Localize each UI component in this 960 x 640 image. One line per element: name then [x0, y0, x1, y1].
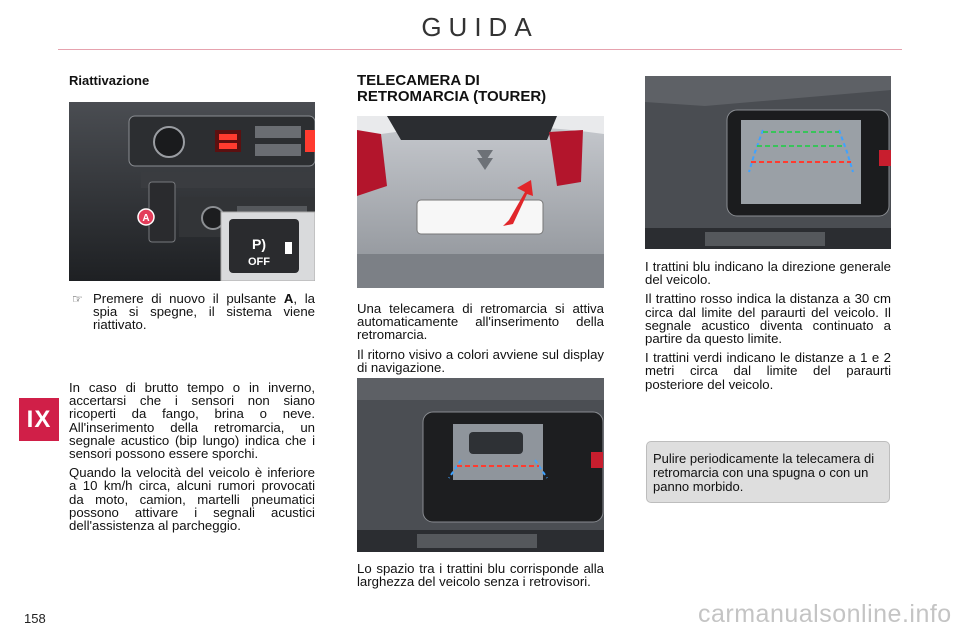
paragraph-green-dashes: I trattini verdi indicano le distanze a … — [645, 350, 891, 392]
paragraph-activation: Una telecamera di retromarcia si attiva … — [357, 301, 604, 343]
paragraph-red-dash: Il trattino rosso indica la distanza a 3… — [645, 291, 891, 347]
weather-paragraphs: In caso di brutto tempo o in inverno, ac… — [69, 381, 315, 538]
dashboard-photo: A P) OFF — [69, 102, 315, 281]
bullet-pointer-icon: ☞ — [72, 292, 83, 306]
callout-letter-a: A — [142, 213, 149, 224]
rear-camera-photo — [357, 116, 604, 288]
dash-explanations: I trattini blu indicano la direzione gen… — [645, 260, 891, 397]
paragraph-blue-spacing: Lo spazio tra i trattini blu corrisponde… — [357, 561, 604, 590]
bullet-instruction: Premere di nuovo il pulsante A, la spia … — [93, 291, 315, 333]
section-heading-telecamera: TELECAMERA DI RETROMARCIA (TOURER) — [357, 72, 547, 105]
paragraph-speed: Quando la velocità del veicolo è inferio… — [69, 465, 315, 534]
header-divider — [58, 49, 902, 50]
section-heading-riattivazione: Riattivazione — [69, 73, 150, 88]
inset-parking-symbol: P) — [252, 236, 266, 252]
page-title: GUIDA — [421, 12, 539, 42]
paragraph-weather: In caso di brutto tempo o in inverno, ac… — [69, 380, 315, 462]
maintenance-note-box: Pulire periodicamente la telecamera di r… — [646, 441, 890, 503]
camera-paragraphs: Una telecamera di retromarcia si attiva … — [357, 302, 604, 380]
page-number: 158 — [24, 611, 46, 626]
inset-off-label: OFF — [248, 256, 270, 268]
nav-display-closeup-photo — [645, 76, 891, 249]
watermark: carmanualsonline.info — [698, 600, 952, 628]
nav-display-photo — [357, 378, 604, 552]
paragraph-blue-dashes: I trattini blu indicano la direzione gen… — [645, 259, 891, 288]
paragraph-display: Il ritorno visivo a colori avviene sul d… — [357, 346, 604, 375]
chapter-tab: IX — [19, 398, 59, 441]
